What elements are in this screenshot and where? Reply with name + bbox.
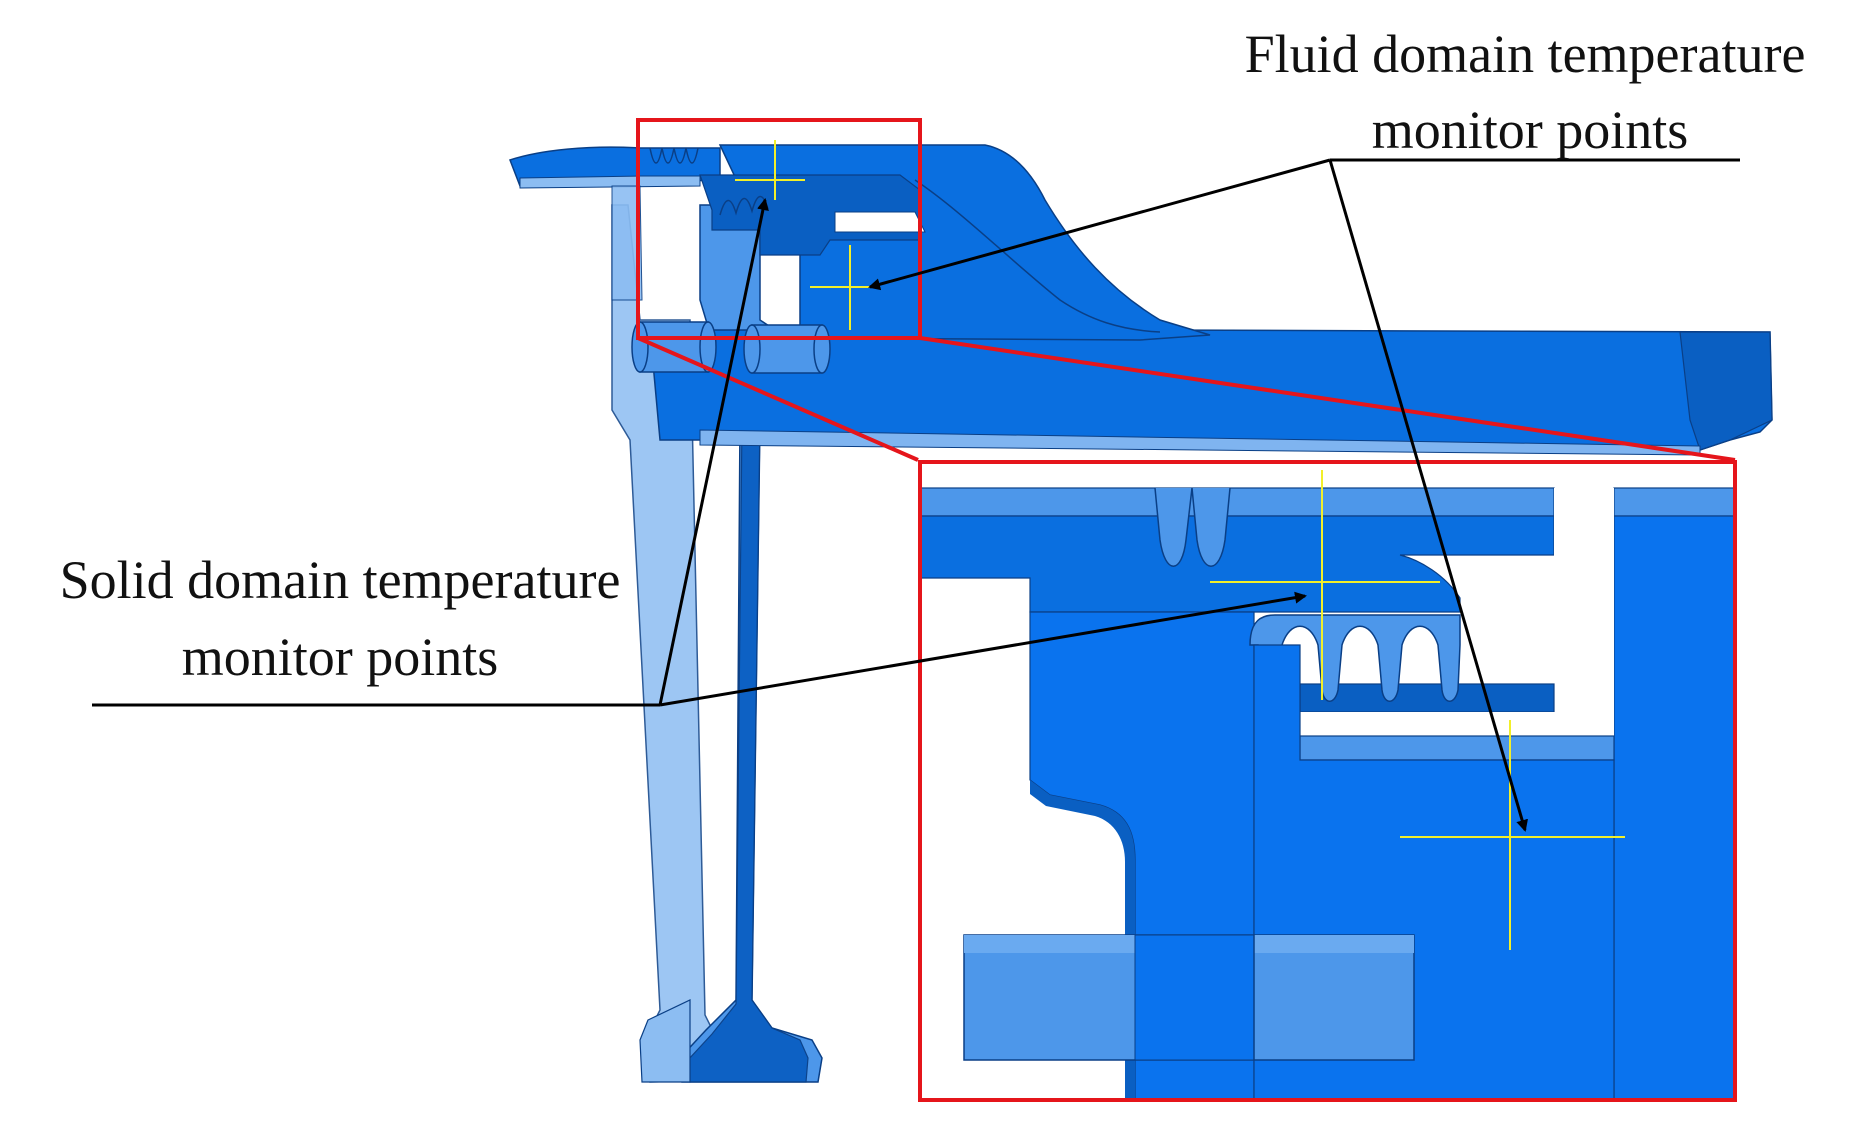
inset-lower-strip	[1299, 683, 1555, 713]
cavity-block	[699, 174, 921, 256]
zoom-connector-right	[919, 336, 1736, 462]
zoom-indicator	[636, 118, 1736, 462]
inset-gap-wall	[1554, 488, 1614, 736]
zoom-connector-left	[637, 336, 919, 462]
platform-shaft-face	[1679, 331, 1773, 451]
inset-right-wall	[1613, 515, 1735, 1100]
inset-pin	[963, 934, 1415, 1061]
inset-top-strip-right	[1613, 487, 1735, 517]
annotation-labels: Fluid domain temperature monitor points …	[60, 24, 1806, 687]
disk-foot	[639, 999, 691, 1083]
solid-label-line2: monitor points	[182, 627, 499, 687]
seal-flange-light	[519, 175, 701, 189]
fluid-arrow-to-main	[868, 158, 1331, 291]
casing-sweep-inner	[914, 179, 1161, 333]
left-ghost-wall	[611, 185, 643, 301]
zoom-source-frame	[636, 118, 922, 340]
component-model	[509, 140, 1773, 1083]
fluid-label-line1: Fluid domain temperature	[1245, 24, 1806, 84]
cavity-slot	[834, 211, 926, 233]
seal-teeth	[649, 147, 699, 164]
monitor-mark-solid-inset	[1210, 470, 1440, 700]
monitor-mark-fluid-inset	[1400, 720, 1625, 950]
cavity-teeth	[719, 195, 769, 216]
magnified-inset	[918, 460, 1737, 1102]
solid-arrow-to-main	[658, 198, 769, 706]
monitor-mark-solid-main	[735, 140, 805, 200]
inset-top-strip	[920, 487, 1555, 517]
inset-frame	[918, 460, 1737, 1102]
inset-slot-gap	[1300, 712, 1614, 736]
monitor-mark-fluid-main	[810, 245, 870, 330]
disk-web-dark	[687, 419, 809, 1083]
solid-arrow-to-inset	[659, 591, 1307, 707]
inset-slot-floor	[1299, 735, 1615, 761]
pin-right	[743, 324, 831, 374]
inset-upper-seal-teeth	[1154, 487, 1231, 567]
fluid-arrow-to-inset	[1328, 159, 1528, 832]
solid-label-line1: Solid domain temperature	[60, 550, 621, 610]
leader-lines	[92, 158, 1740, 832]
fluid-label-line2: monitor points	[1372, 100, 1689, 160]
